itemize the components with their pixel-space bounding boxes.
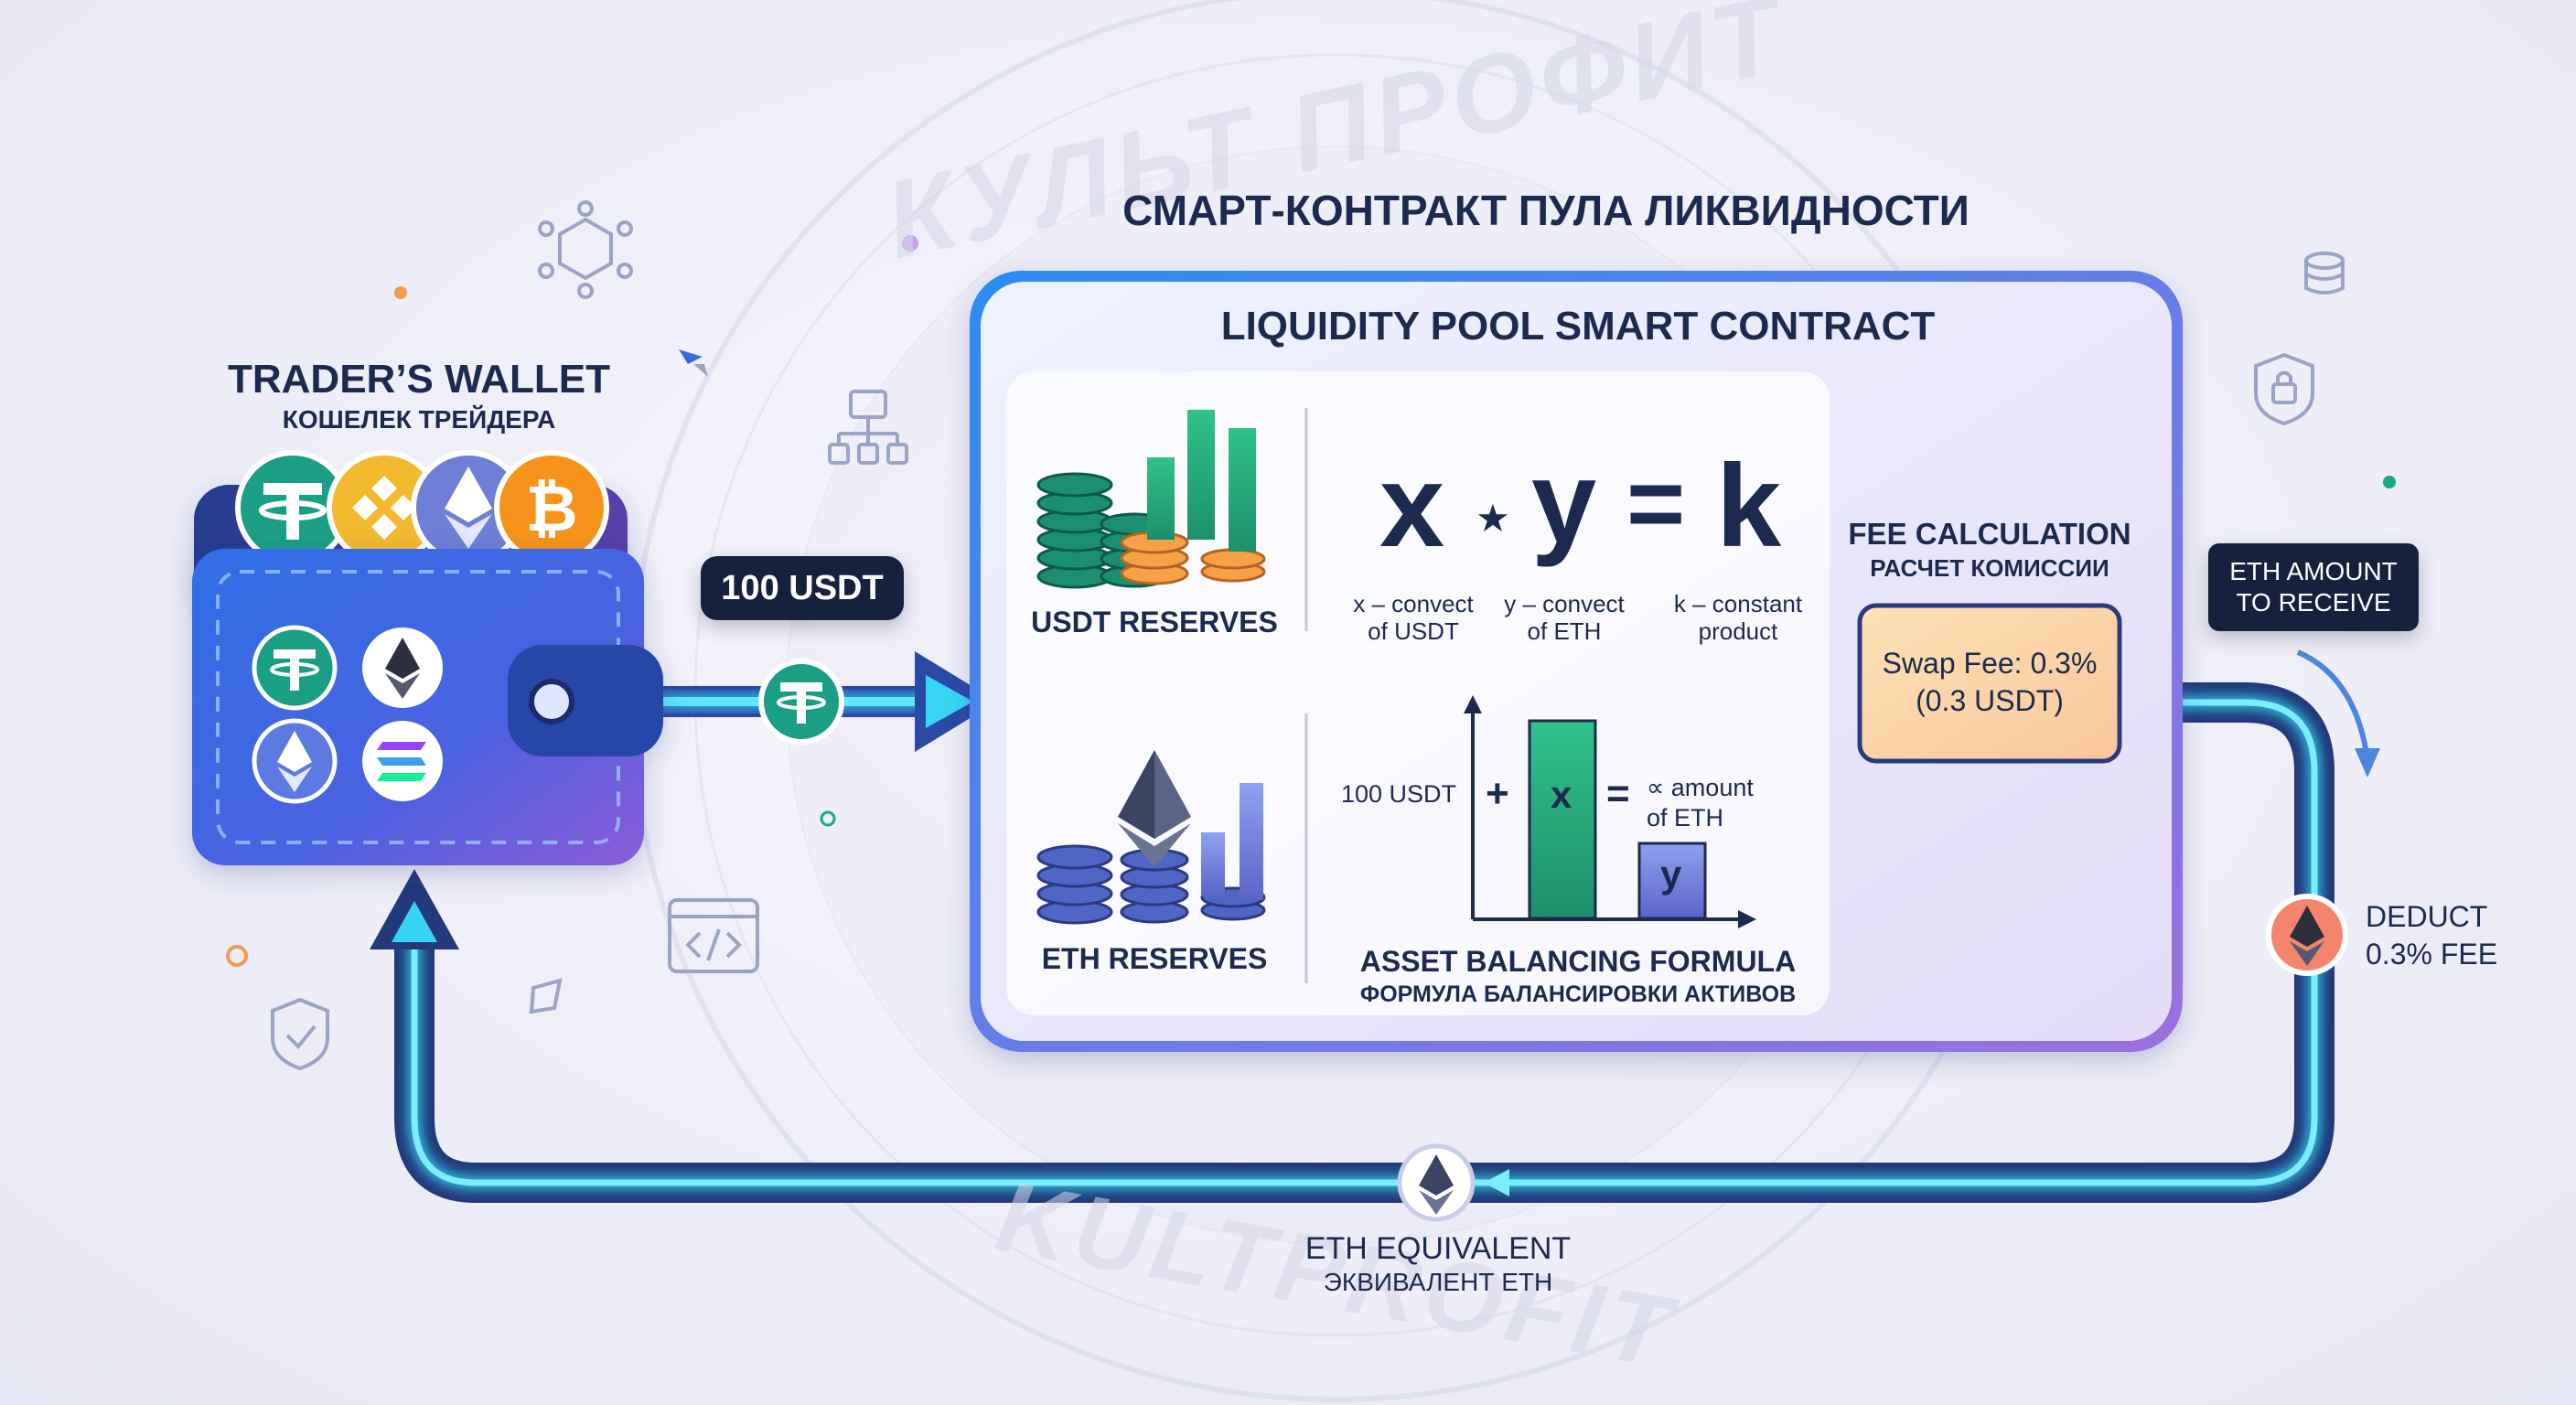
balancing-x-label: x (1551, 773, 1572, 816)
ethereum-coin-icon (252, 718, 338, 804)
receive-line2: TO RECEIVE (2236, 588, 2391, 617)
wallet-title-ru: КОШЕЛЕК ТРЕЙДЕРА (282, 405, 556, 434)
deduct-eth-coin-icon (2266, 894, 2348, 976)
equivalent-title-ru: ЭКВИВАЛЕНТ ETH (1323, 1268, 1553, 1296)
tether-coin-icon (252, 625, 338, 711)
legend-x-line1: x – convect (1353, 590, 1474, 617)
balancing-eq: = (1606, 771, 1630, 816)
amount-badge: 100 USDT (701, 556, 904, 620)
balancing-result-line2: of ETH (1647, 804, 1724, 831)
balancing-title-ru: ФОРМУЛА БАЛАНСИРОВКИ АКТИВОВ (1359, 981, 1797, 1007)
network-tree-icon (828, 390, 908, 465)
eth-amount-to-receive-badge: ETH AMOUNT TO RECEIVE (2208, 543, 2419, 631)
database-icon (2304, 252, 2345, 295)
legend-k-line1: k – constant (1673, 590, 1803, 617)
shield-check-icon (271, 997, 329, 1071)
legend-x-line2: of USDT (1368, 617, 1459, 645)
balancing-chart (1464, 695, 1756, 928)
blockchain-cube-icon (538, 200, 633, 299)
formula-x: x (1379, 441, 1445, 572)
formula-op: ⋆ (1473, 481, 1513, 552)
balancing-plus: + (1486, 771, 1509, 816)
wallet-body (192, 549, 663, 865)
eth-reserves-graphic (1036, 750, 1266, 925)
legend-k-line2: product (1698, 617, 1778, 645)
legend-y-line1: y – convect (1504, 590, 1625, 617)
fee-swap-line1: Swap Fee: 0.3% (1882, 647, 2098, 680)
ethereum-coin-icon (362, 627, 443, 708)
usdt-reserves-label: USDT RESERVES (1031, 606, 1278, 638)
svg-text:₿: ₿ (525, 473, 577, 544)
deduct-line1: DEDUCT (2366, 900, 2488, 933)
fee-swap-line2: (0.3 USDT) (1916, 684, 2064, 717)
main-title-ru: СМАРТ-КОНТРАКТ ПУЛА ЛИКВИДНОСТИ (1122, 187, 1970, 234)
x-bar (1528, 719, 1597, 920)
fee-title-en: FEE CALCULATION (1848, 517, 2131, 551)
wallet-inner-coins (252, 625, 443, 804)
receive-line1: ETH AMOUNT (2229, 557, 2398, 585)
balancing-y-label: y (1660, 853, 1682, 896)
fee-title-ru: РАСЧЕТ КОМИССИИ (1870, 554, 2109, 582)
cursor-icon (679, 349, 708, 377)
wallet-top-coins: ₿ (235, 450, 609, 565)
usdt-reserves-graphic (1036, 410, 1266, 589)
y-bar (1637, 842, 1707, 920)
receive-curved-arrow (2296, 649, 2370, 760)
formula-y: y (1531, 437, 1597, 568)
deduct-line2: 0.3% FEE (2366, 938, 2498, 971)
balancing-input-label: 100 USDT (1341, 780, 1457, 808)
code-window-icon (668, 898, 759, 973)
eth-reserves-label: ETH RESERVES (1041, 942, 1268, 975)
shield-lock-icon (2254, 352, 2314, 426)
bitcoin-coin-icon: ₿ (494, 450, 609, 565)
formula-k: k (1716, 441, 1782, 572)
fee-box (1857, 603, 2122, 764)
equivalent-title-en: ETH EQUIVALENT (1304, 1231, 1572, 1266)
legend-y-line2: of ETH (1527, 617, 1602, 645)
gem-icon (529, 978, 563, 1014)
wallet-title-en: TRADER’S WALLET (228, 357, 610, 402)
return-flow-loop (394, 682, 2334, 1203)
solana-coin-icon (362, 721, 443, 801)
balancing-title-en: ASSET BALANCING FORMULA (1359, 945, 1797, 978)
formula-eq: = (1626, 447, 1686, 560)
pool-title-en: LIQUIDITY POOL SMART CONTRACT (1220, 304, 1936, 349)
equivalent-eth-coin-icon (1397, 1143, 1476, 1222)
tether-transfer-coin-icon (758, 659, 844, 745)
balancing-result-line1: ∝ amount (1647, 774, 1754, 801)
